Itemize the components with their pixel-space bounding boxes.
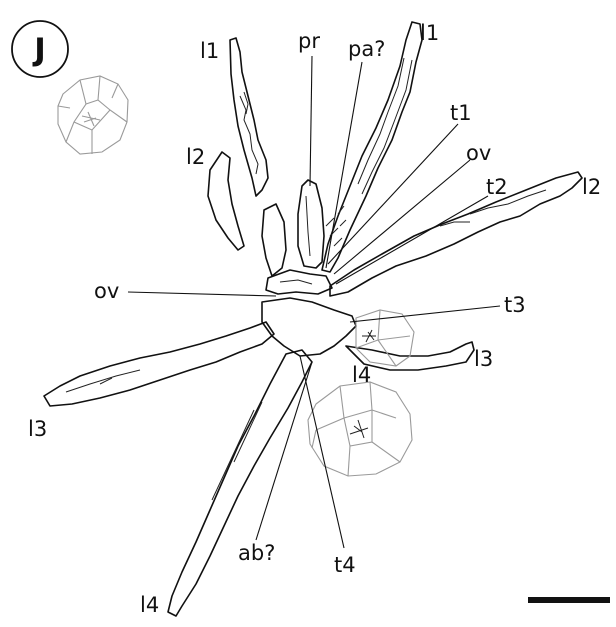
leg-l1-left (230, 38, 268, 196)
scale-bar (528, 597, 610, 603)
inset-plate-figure (58, 76, 128, 154)
panel-letter: J (32, 32, 46, 68)
label-l1-left: l1 (200, 39, 219, 63)
label-l1-right: l1 (420, 21, 439, 45)
label-l3-right: l3 (474, 347, 493, 371)
central-disc (262, 298, 356, 356)
leg-l2-left (208, 152, 244, 250)
label-ov-right: ov (466, 141, 491, 165)
label-ab: ab? (238, 541, 275, 565)
leg-l3-left (44, 322, 274, 406)
label-pa: pa? (348, 37, 385, 61)
label-ov-left: ov (94, 279, 119, 303)
label-l2-left: l2 (186, 145, 205, 169)
panel-letter-badge: J (12, 21, 68, 77)
label-t4: t4 (334, 553, 356, 577)
label-t1: t1 (450, 101, 472, 125)
label-l4-mid: l4 (352, 363, 371, 387)
label-t2: t2 (486, 175, 508, 199)
oral-frame-fragments (262, 204, 332, 294)
label-l2-right: l2 (582, 175, 601, 199)
label-l4-bottom: l4 (140, 593, 159, 617)
label-l3-left: l3 (28, 417, 47, 441)
label-pr: pr (298, 29, 320, 53)
plate-lower-middle (308, 382, 412, 476)
labels: l1 pr pa? l1 t1 l2 ov t2 l2 ov t3 l3 l4 … (28, 21, 601, 617)
structure-pr (298, 180, 324, 268)
label-t3: t3 (504, 293, 526, 317)
leg-l4-lower (168, 350, 312, 616)
